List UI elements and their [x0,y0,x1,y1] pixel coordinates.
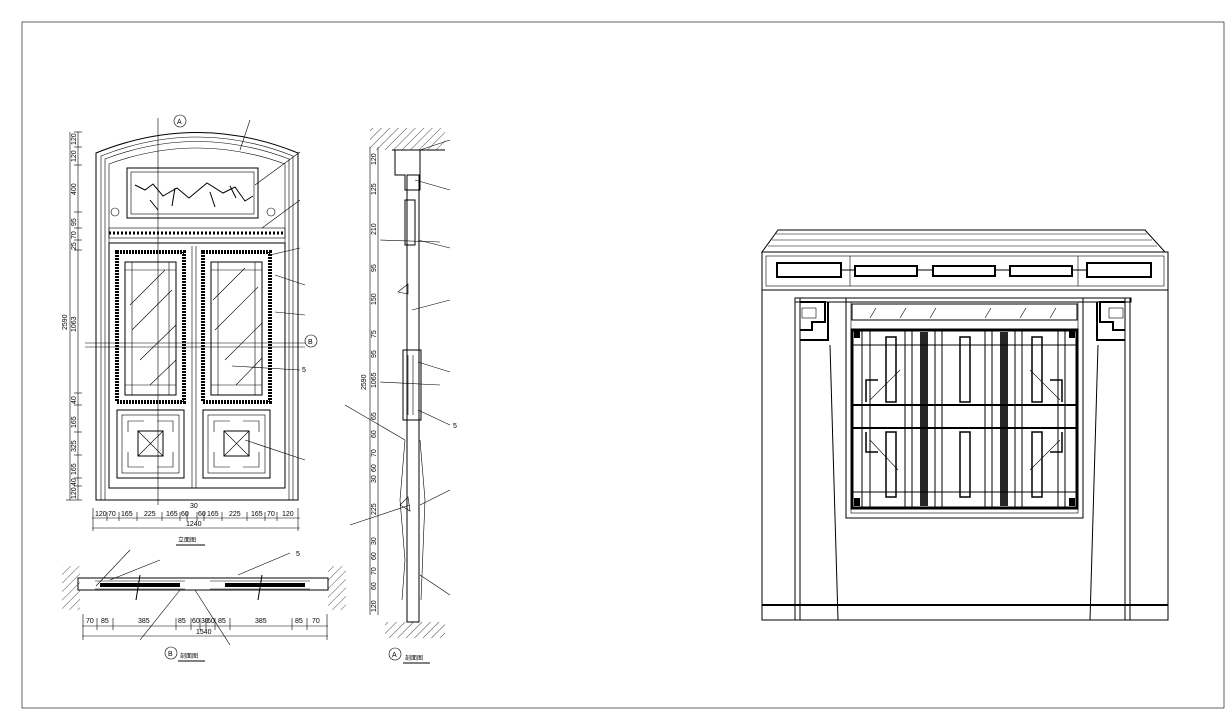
plan-dim: 60 [207,618,215,625]
width-dim: 165 [251,511,263,518]
plan-dim: 385 [138,618,150,625]
height-dim: 25 [71,242,78,250]
width-dim: 225 [144,511,156,518]
section-dim: 70 [371,567,378,575]
sheet-border [21,21,1225,709]
section-dim: 120 [371,153,378,165]
width-total: 1240 [186,521,202,528]
height-dim: 120 [71,133,78,145]
plan-dim: 385 [255,618,267,625]
lattice-window [845,297,1084,519]
section-b-title: 剖面图 [180,652,198,660]
section-dim: 60 [371,552,378,560]
section-a: 5 120 125 210 95 150 75 95 1065 65 60 70… [344,128,457,664]
height-dim: 40 [71,478,78,486]
width-dim: 165 [166,511,178,518]
section-a-title: 剖面图 [405,654,423,662]
plan-dim: 70 [312,618,320,625]
section-a-marker-label: A [392,652,397,659]
section-dim: 30 [371,475,378,483]
section-dim: 75 [371,330,378,338]
section-dim: 30 [371,537,378,545]
right-glass-panel [201,250,272,404]
width-dim: 165 [207,511,219,518]
plan-dim: 30 [201,618,209,625]
section-dim: 70 [371,449,378,457]
section-dim: 125 [371,183,378,195]
rosette-icon [110,207,120,217]
plan-dim: 85 [101,618,109,625]
section-dim: 120 [371,600,378,612]
elevation-title: 立面图 [178,536,196,544]
section-dim: 60 [371,464,378,472]
plan-dim: 60 [192,618,200,625]
width-dim: 60 [198,511,206,518]
section-total: 2590 [361,374,368,390]
section-dim: 65 [371,412,378,420]
plan-dim: 85 [218,618,226,625]
door-elevation: A B 5 [85,114,318,505]
section-dim: 95 [371,264,378,272]
glass-thickness-note: 5 [302,367,306,374]
height-total: 2590 [62,314,69,330]
width-dim: 120 [95,511,107,518]
section-dim: 210 [371,223,378,235]
plan-total: 1540 [196,629,212,636]
corner-fret-right [1096,301,1125,341]
section-marker-a [388,647,402,661]
height-dim: 120 [71,150,78,162]
rosette-icon [266,207,276,217]
corner-fret-left [800,301,829,341]
glass-thickness-note: 5 [453,423,457,430]
section-marker-b [164,646,178,660]
height-dim: 120 [71,487,78,499]
section-marker-b-label: B [308,339,313,346]
width-dim: 60 [181,511,189,518]
section-dim: 60 [371,430,378,438]
left-fret-panel [116,409,185,479]
plan-dim: 85 [178,618,186,625]
section-b-plan: 5 70 85 385 85 60 30 60 85 385 85 70 154… [62,549,346,662]
section-dim: 1065 [371,372,378,388]
section-marker-b [304,334,318,348]
section-a-dims: 120 125 210 95 150 75 95 1065 65 60 70 6… [361,153,378,612]
height-dim: 40 [71,396,78,404]
section-marker-a [173,114,187,128]
plan-dim: 85 [295,618,303,625]
plan-dim: 70 [86,618,94,625]
right-fret-panel [202,409,271,479]
height-dim: 325 [71,440,78,452]
section-dim: 225 [371,503,378,515]
section-dim: 150 [371,293,378,305]
left-glass-panel [115,250,186,404]
glass-thickness-note: 5 [296,551,300,558]
section-dim: 95 [371,350,378,358]
section-b-marker-label: B [168,651,173,658]
height-dim: 165 [71,463,78,475]
height-dim: 1063 [71,316,78,332]
width-dim: 120 [282,511,294,518]
height-dim: 400 [71,183,78,195]
height-dim: 70 [71,231,78,239]
width-dim: 165 [121,511,133,518]
height-dim: 165 [71,416,78,428]
width-dim: 70 [267,511,275,518]
fret-frieze [776,256,1152,286]
elevation-dimensions: 120 120 400 95 70 25 1063 40 165 325 165… [62,131,300,546]
section-marker-a-label: A [177,119,182,126]
center-gap-dim: 30 [190,503,198,510]
portal-elevation [761,229,1169,621]
section-dim: 60 [371,582,378,590]
width-dim: 225 [229,511,241,518]
width-dim: 70 [108,511,116,518]
height-dim: 95 [71,218,78,226]
